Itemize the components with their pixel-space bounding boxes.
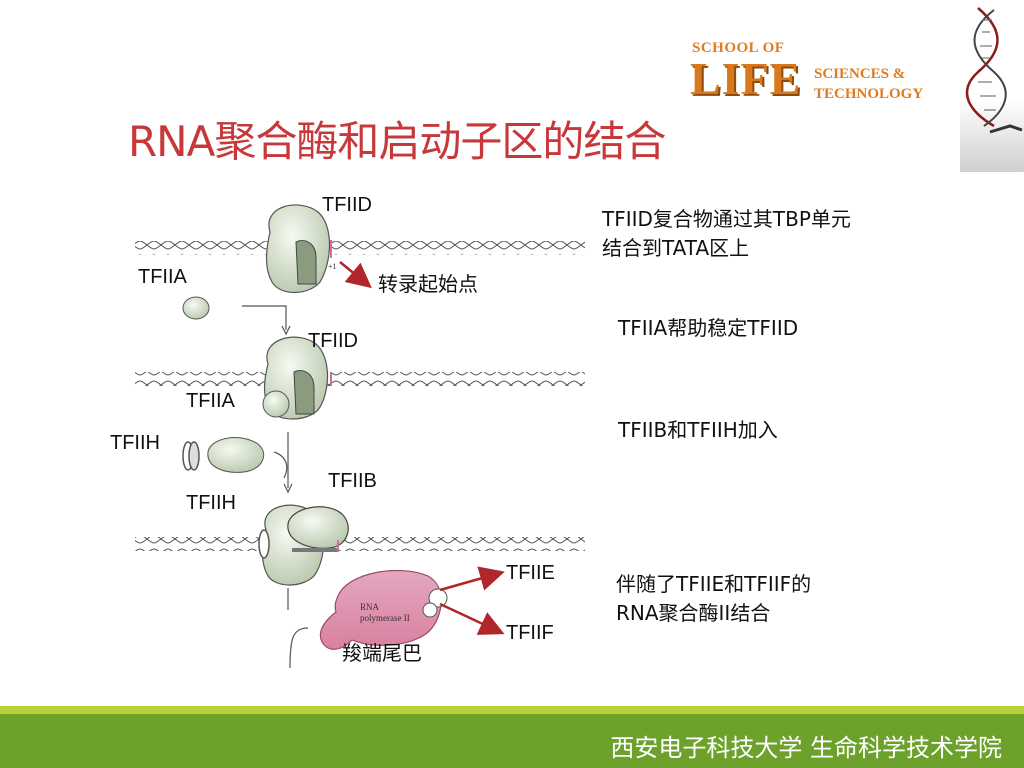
step1-description: TFIID复合物通过其TBP单元 结合到TATA区上 [602, 205, 851, 263]
tfiif-blob [422, 602, 438, 618]
tfiie-arrow [439, 566, 505, 592]
dna-strand-1 [135, 241, 585, 255]
label-tfiif: TFIIF [506, 622, 554, 644]
dna-helix-icon [960, 7, 1024, 172]
footer-stripe [0, 706, 1024, 714]
rna-pol-label-1: RNA [360, 602, 380, 612]
dna-strand-3 [135, 537, 585, 551]
tfiia-blob-1 [182, 296, 210, 320]
step2-description: TFIIA帮助稳定TFIID [618, 316, 799, 340]
label-tfiia-2: TFIIA [186, 390, 235, 412]
label-tfiib: TFIIB [328, 470, 377, 492]
preinitiation-complex [258, 504, 349, 586]
tfiid-complex-2 [262, 336, 328, 420]
tfiid-complex-1 [265, 204, 330, 294]
promoter-binding-diagram: +1 RNA polymerase II [135, 204, 585, 669]
tfiih-ring-1 [182, 441, 200, 471]
rna-pol-label-2: polymerase II [360, 613, 410, 623]
tfiie-blob [428, 588, 448, 608]
dna-strand-2 [135, 372, 585, 386]
footer-bar: 西安电子科技大学 生命科学技术学院 [0, 706, 1024, 768]
tfiib-blob-1 [207, 437, 265, 473]
start-site-arrow [339, 261, 372, 289]
label-tfiih-2: TFIIH [186, 492, 236, 514]
step1-line1: TFIID复合物通过其TBP单元 [602, 207, 851, 231]
label-tfiih-1: TFIIH [110, 432, 160, 454]
step4-description: 伴随了TFIIE和TFIIF的 RNA聚合酶II结合 [616, 570, 811, 628]
label-start-site: 转录起始点 [378, 272, 478, 296]
rna-polymerase-ii: RNA polymerase II [319, 569, 448, 650]
footer-institution: 西安电子科技大学 生命科学技术学院 [610, 734, 1002, 762]
label-tfiia-1: TFIIA [138, 266, 187, 288]
logo-school-text: SCHOOL OF [692, 40, 785, 56]
label-ctd-tail: 羧端尾巴 [342, 641, 422, 665]
step4-line2: RNA聚合酶II结合 [616, 601, 771, 625]
label-tfiie: TFIIE [506, 562, 555, 584]
logo-technology-text: TECHNOLOGY [814, 86, 924, 102]
label-tfiid-1: TFIID [322, 194, 372, 216]
step1-line2: 结合到TATA区上 [602, 236, 750, 260]
step3-description: TFIIB和TFIIH加入 [618, 418, 778, 442]
logo-sciences-text: SCIENCES & [814, 66, 906, 82]
label-tfiid-2: TFIID [308, 330, 358, 352]
school-logo: SCHOOL OF LIFE SCIENCES & TECHNOLOGY [688, 38, 948, 108]
flow-arrow-1 [242, 305, 287, 330]
logo-life-text: LIFE [690, 53, 802, 104]
plus-one-label: +1 [328, 262, 337, 271]
step4-line1: 伴随了TFIIE和TFIIF的 [616, 572, 812, 596]
slide-title: RNA聚合酶和启动子区的结合 [128, 117, 666, 166]
tfiif-arrow [439, 602, 505, 635]
